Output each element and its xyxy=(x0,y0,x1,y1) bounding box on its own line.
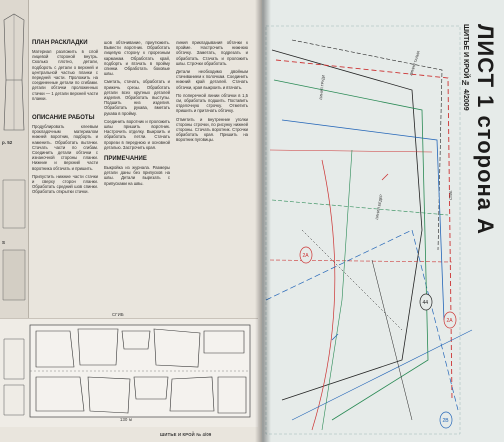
col2-text-2: Сметать, стачать, обработать и прижечь с… xyxy=(104,79,170,116)
layout-plan-heading: ПЛАН РАСКЛАДКИ xyxy=(32,40,88,46)
marker-label-2: 44 xyxy=(423,300,429,306)
work-description-text: Продублировать клеевым прокладочным мате… xyxy=(32,124,98,171)
marker-circle-3 xyxy=(443,311,457,329)
col2-text-1: шов обтачивание, приутюжить. Вывести вор… xyxy=(104,40,170,77)
marker-label-1: 2А xyxy=(303,253,310,259)
work-description-text-2: Припустить нижние части стачки и сверху … xyxy=(32,173,98,195)
col3-text-3: По поперечной линии обтачки в 1,5 см, об… xyxy=(176,92,248,114)
sidebar-sketch-column: р. 52 S xyxy=(0,0,29,330)
left-page-footer: ШИТЬЕ И КРОЙ № 4/09 xyxy=(160,432,212,437)
left-page: р. 52 S ПЛАН РАСКЛАДКИ Материал разложит… xyxy=(0,0,262,442)
note-heading: ПРИМЕЧАНИЕ xyxy=(104,156,147,163)
text-column-1: ПЛАН РАСКЛАДКИ Материал разложить в слой… xyxy=(32,40,98,198)
col3-text-4: Отметить и внутренние уголки стороны стр… xyxy=(176,116,248,143)
sheet-title: ЛИСТ 1 сторона А xyxy=(473,24,498,236)
work-description-heading: ОПИСАНИЕ РАБОТЫ xyxy=(32,115,95,122)
pattern-drawing: 2А 44 2А 2В ЛИНИЯ ТАЛИИ ЛИНИЯ БЕДЕР ЛИНИ… xyxy=(265,25,473,435)
line-label-chest: ЛИНИЯ ГРУДИ xyxy=(319,74,326,100)
right-page-pattern-sheet: 2А 44 2А 2В ЛИНИЯ ТАЛИИ ЛИНИЯ БЕДЕР ЛИНИ… xyxy=(262,0,504,442)
book-gutter-shadow xyxy=(255,0,271,442)
col3-text-1: линия прикладывания обтачки к пройме. На… xyxy=(176,40,248,66)
marker-circle-1 xyxy=(299,246,313,264)
cutting-layout-figure: СГИБ 130 м xyxy=(0,312,258,427)
note-text: Выкройка из журнала. Размеры детали даны… xyxy=(104,165,170,186)
col2-text-3: Соединить воротник и проложить швы приши… xyxy=(104,118,170,150)
text-column-2: шов обтачивание, приутюжить. Вывести вор… xyxy=(104,40,170,189)
col3-text-2: Детали необходимо двойным стачиванием к … xyxy=(176,69,248,90)
garment-sketch xyxy=(2,13,26,301)
sidebar-section-letter: S xyxy=(2,240,6,245)
marker-label-3: 2А xyxy=(447,318,454,324)
text-column-3: линия прикладывания обтачки к пройме. На… xyxy=(176,40,248,146)
line-label-fold: СГИБ xyxy=(449,190,453,200)
scale-label: 130 м xyxy=(120,417,133,422)
marker-circle-4 xyxy=(439,411,453,429)
sidebar-size-label: р. 52 xyxy=(2,140,13,145)
marker-circle-2 xyxy=(419,293,433,311)
sheet-subtitle: ШИТЬЕ И КРОЙ № 4/2009 xyxy=(462,24,469,111)
marker-label-4: 2В xyxy=(443,418,450,424)
cutting-layout-diagram xyxy=(3,324,251,418)
line-label-hips: ЛИНИЯ БЕДЕР xyxy=(375,194,384,221)
line-label-waist: ЛИНИЯ ТАЛИИ xyxy=(409,50,421,76)
fold-label: СГИБ xyxy=(112,312,124,317)
layout-plan-text: Материал разложить в слой лицевой сторон… xyxy=(32,49,98,101)
